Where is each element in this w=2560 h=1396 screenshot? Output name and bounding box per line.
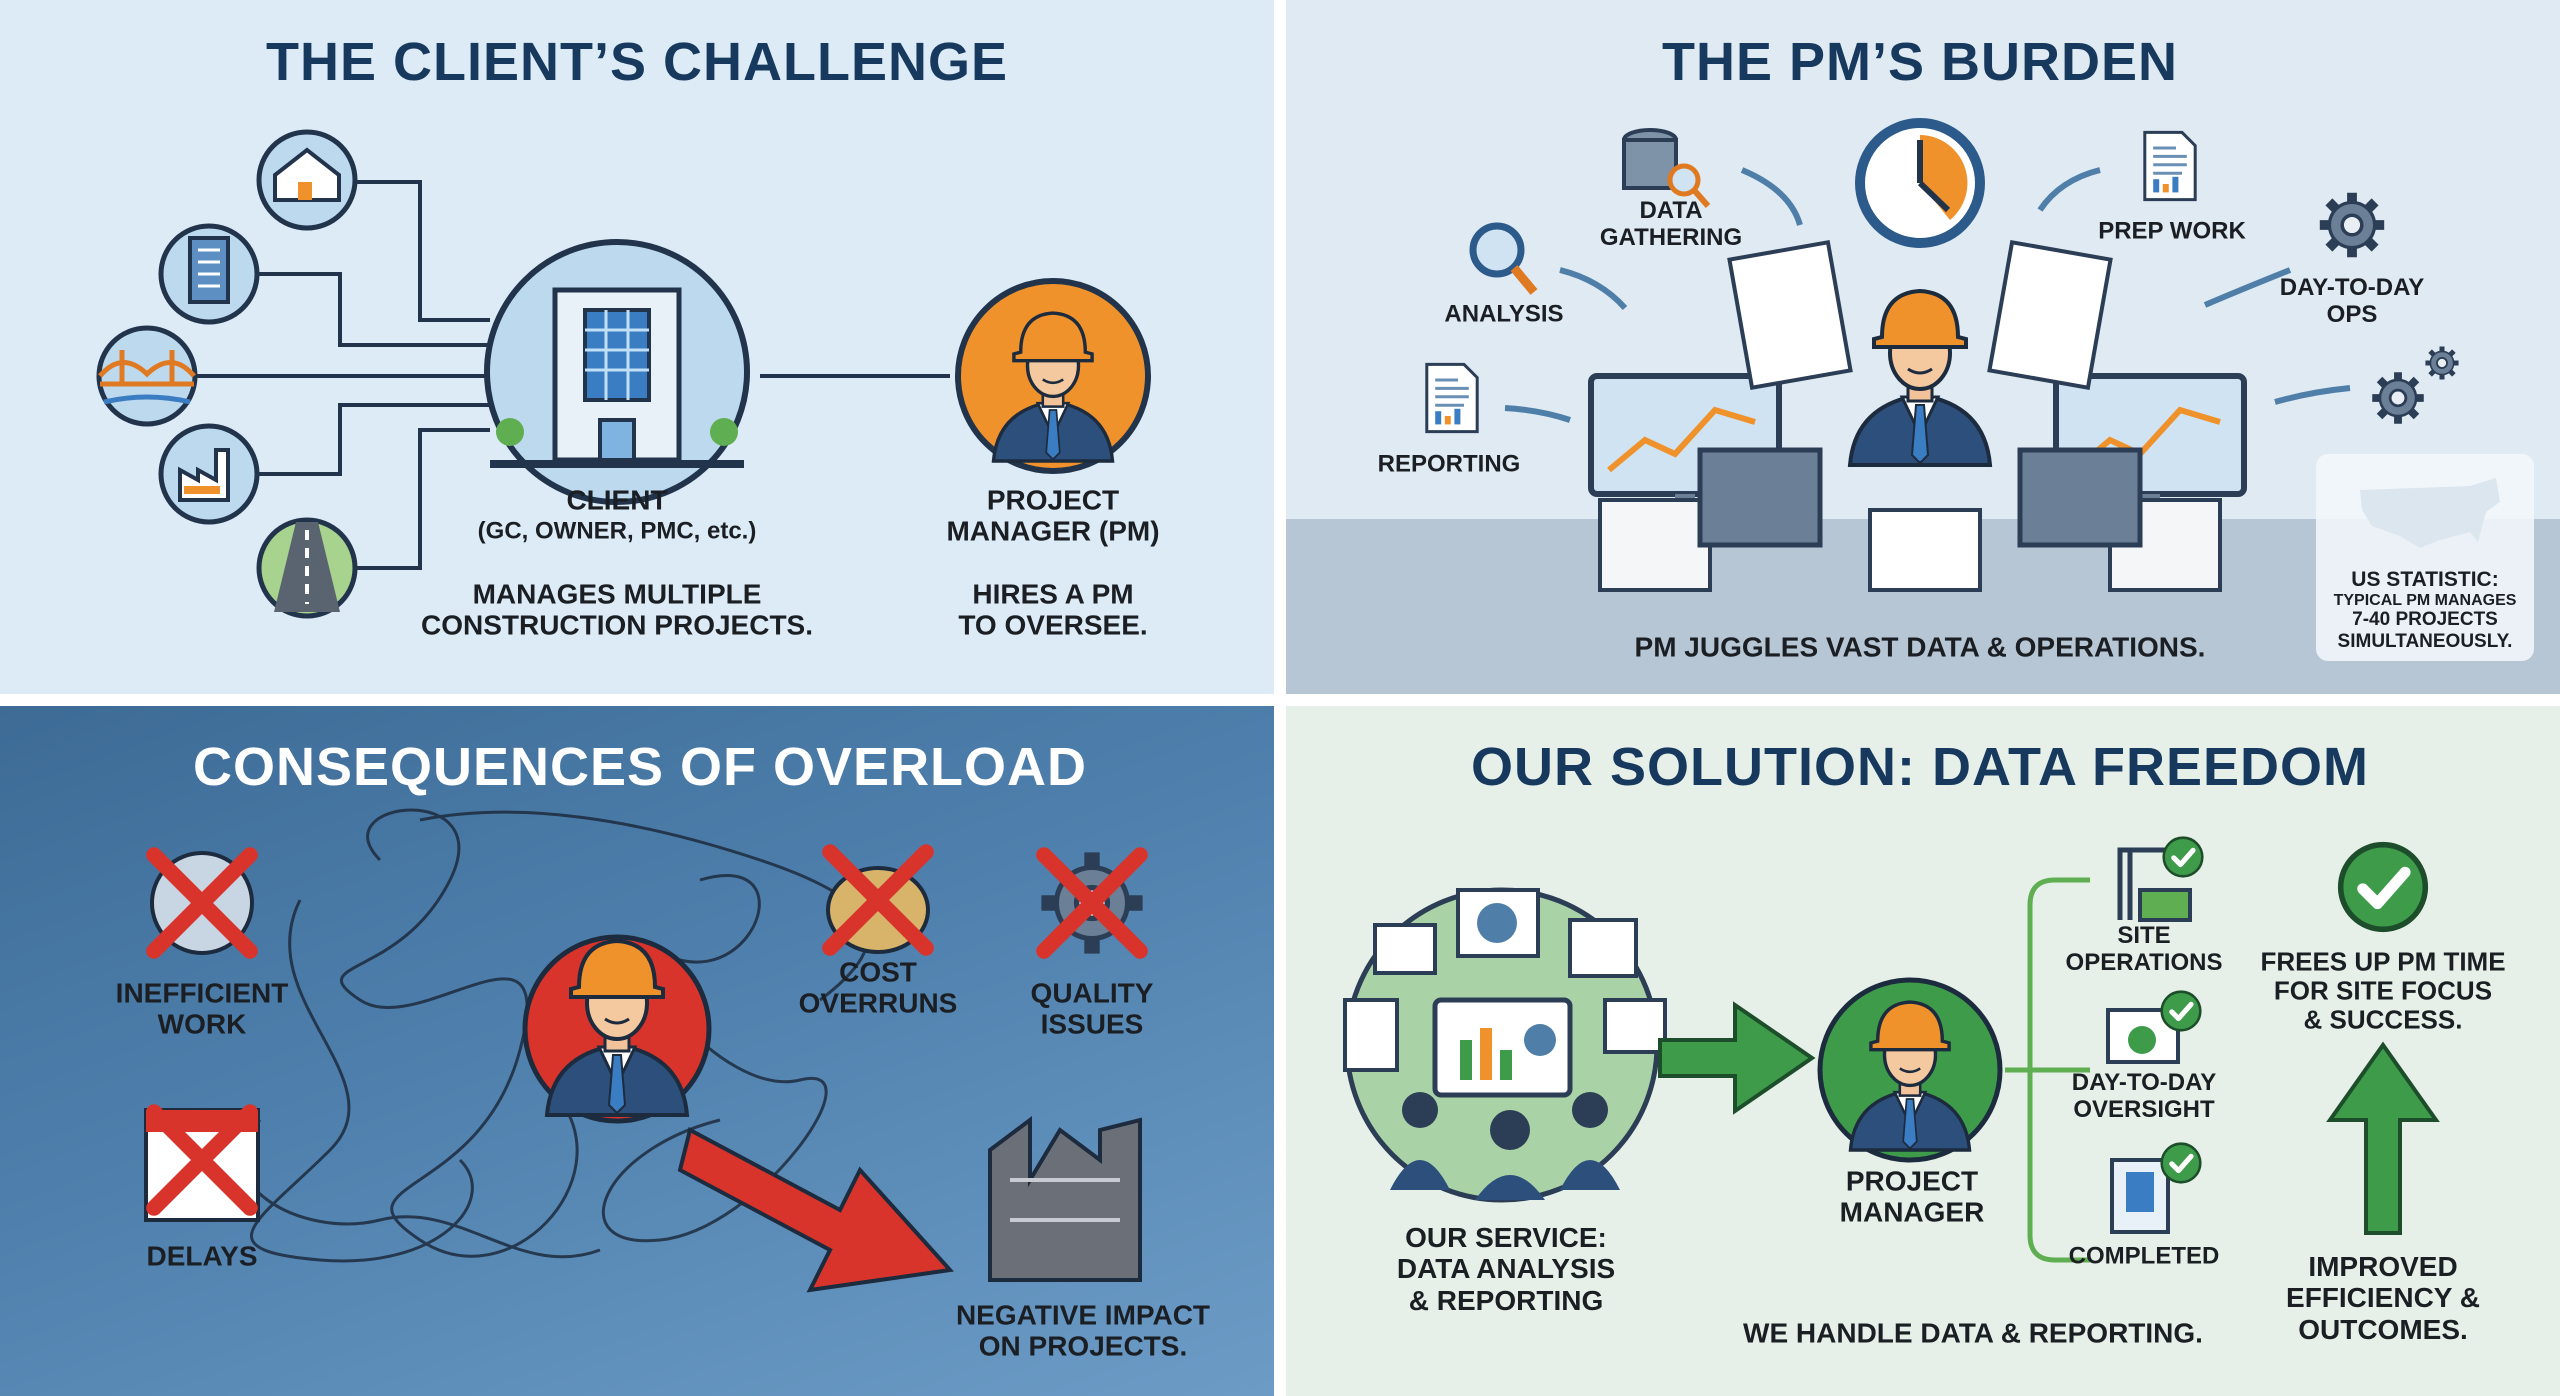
paper-pile xyxy=(1591,239,2244,592)
data-service-team-illustration xyxy=(1343,887,1667,1203)
project-manager-avatar xyxy=(955,278,1151,474)
success-check-icon xyxy=(2341,845,2426,930)
client-subtitle: (GC, OWNER, PMC, etc.) xyxy=(477,517,757,545)
solution-title: OUR SOLUTION: DATA FREEDOM xyxy=(1471,736,2369,797)
client-label: CLIENT xyxy=(566,484,668,516)
downward-red-arrow xyxy=(677,1127,954,1293)
completed-building-icon xyxy=(2110,1144,2200,1234)
branch-completed: COMPLETED xyxy=(2068,1242,2220,1270)
clock-icon xyxy=(1855,118,1985,248)
office-building-icon xyxy=(158,223,260,325)
task-analysis: ANALYSIS xyxy=(1444,300,1564,328)
database-icon xyxy=(1622,128,1711,208)
report-document-icon xyxy=(1425,362,1479,434)
gear-icon xyxy=(2320,193,2384,257)
cost-overruns-icon xyxy=(828,852,928,952)
inefficient-work-icon xyxy=(152,853,252,953)
overwhelmed-project-manager xyxy=(522,934,712,1124)
task-reporting: REPORTING xyxy=(1377,450,1521,478)
site-operations-icon xyxy=(2117,838,2202,922)
bridge-icon xyxy=(96,325,198,427)
prep-work-icon xyxy=(2143,130,2197,202)
up-green-arrow xyxy=(2326,1041,2440,1235)
small-gear-icon xyxy=(2425,346,2458,379)
factory-icon xyxy=(158,423,260,525)
oversight-icon xyxy=(2106,992,2200,1064)
client-challenge-title: THE CLIENT’S CHALLENGE xyxy=(265,31,1009,92)
quality-issues-icon xyxy=(1041,852,1142,953)
solution-caption: WE HANDLE DATA & REPORTING. xyxy=(1743,1317,2203,1349)
magnifier-icon xyxy=(1469,222,1538,295)
right-green-arrow xyxy=(1658,1001,1816,1115)
client-building-icon xyxy=(484,239,750,505)
pm-burden-title: THE PM’S BURDEN xyxy=(1661,31,2179,92)
us-statistic-box xyxy=(2316,454,2534,661)
ruined-building-icon xyxy=(988,1116,1142,1282)
delays-label: DELAYS xyxy=(146,1240,258,1272)
burden-arrows xyxy=(1504,167,2351,423)
house-icon xyxy=(256,129,358,231)
stressed-project-manager xyxy=(1697,291,2143,548)
service-label: OUR SERVICE:DATA ANALYSIS& REPORTING xyxy=(1396,1221,1616,1316)
client-connector-lines xyxy=(190,180,950,570)
pm-burden-caption: PM JUGGLES VAST DATA & OPERATIONS. xyxy=(1634,631,2206,663)
gears-icon xyxy=(2372,372,2424,424)
delays-icon xyxy=(144,1110,260,1222)
task-prep-work: PREP WORK xyxy=(2098,217,2246,245)
consequences-title: CONSEQUENCES OF OVERLOAD xyxy=(192,736,1088,797)
road-icon xyxy=(256,517,358,619)
relieved-project-manager xyxy=(1817,977,2003,1163)
branch-connector xyxy=(2005,877,2090,1263)
